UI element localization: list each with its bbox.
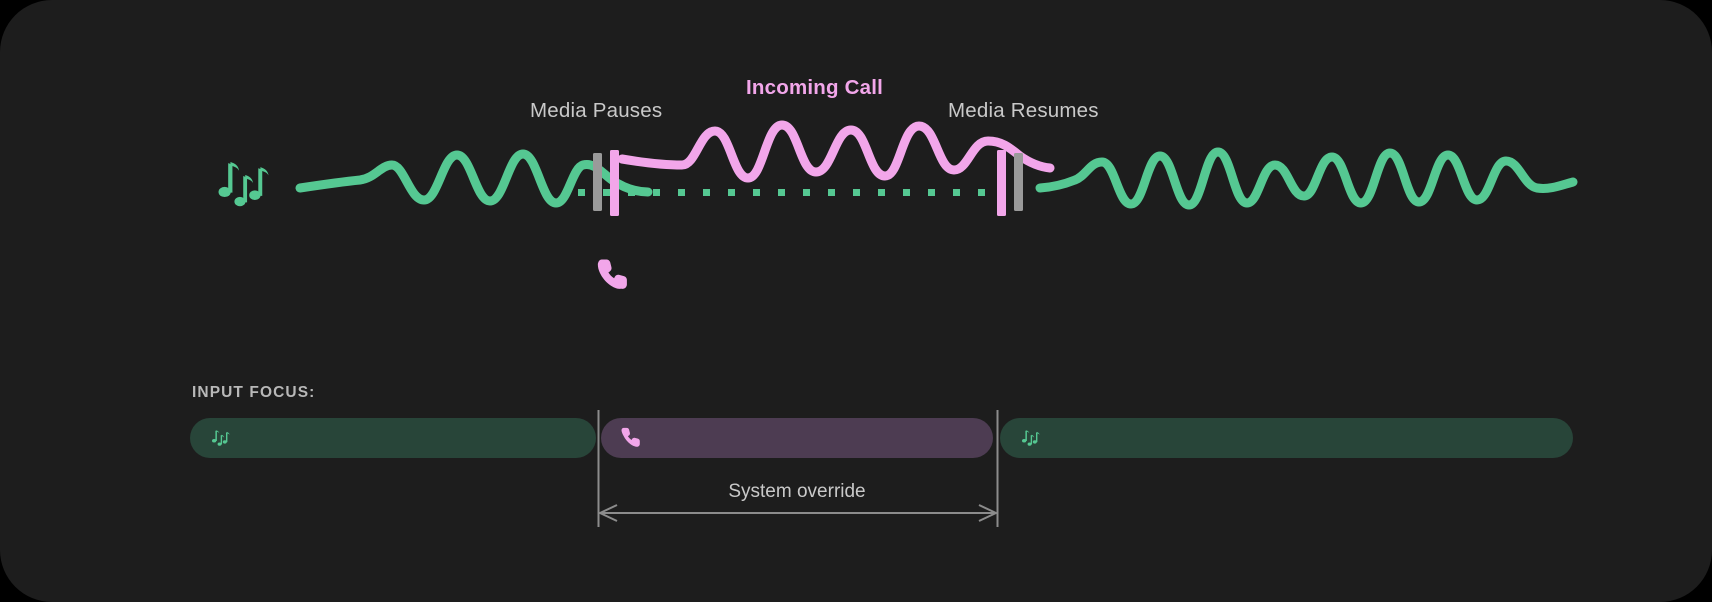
focus-lane-media-after[interactable] xyxy=(1000,418,1573,458)
label-incoming-call: Incoming Call xyxy=(746,76,884,99)
music-notes-icon xyxy=(209,427,231,449)
label-media-pauses: Media Pauses xyxy=(530,99,663,122)
music-notes-icon xyxy=(1019,427,1041,449)
focus-lane-call[interactable] xyxy=(601,418,993,458)
phone-handset-icon xyxy=(620,427,642,449)
override-measure-arrow xyxy=(599,504,997,522)
focus-lane-media-before[interactable] xyxy=(190,418,596,458)
input-focus-heading: INPUT FOCUS: xyxy=(192,384,316,401)
label-media-resumes: Media Resumes xyxy=(948,99,1099,122)
audio-focus-timeline: Media Pauses Incoming Call Media Resumes xyxy=(530,76,1099,122)
system-override-caption: System override xyxy=(728,481,866,502)
